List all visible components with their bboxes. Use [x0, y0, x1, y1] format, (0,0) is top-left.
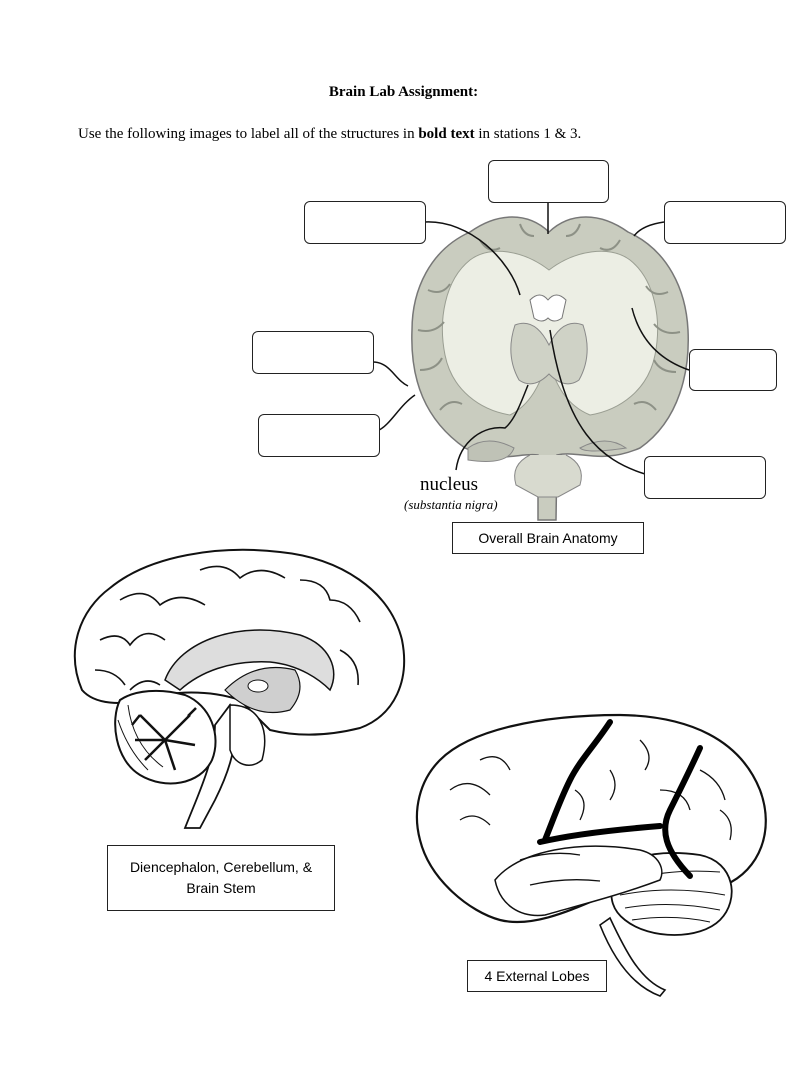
sagittal-corpus-callosum: [164, 629, 335, 692]
parieto-occipital-line: [662, 745, 703, 879]
lateral-cerebellum-folia: [619, 870, 726, 923]
label-box-mid-right[interactable]: [689, 349, 777, 391]
pointer-line-nucleus: [455, 384, 529, 471]
label-box-mid-left[interactable]: [252, 331, 374, 374]
caption-diencephalon-cerebellum-brainstem: Diencephalon, Cerebellum, & Brain Stem: [107, 845, 335, 911]
label-box-top[interactable]: [488, 160, 609, 203]
coronal-thalamus: [510, 322, 588, 385]
pointer-line-mid-right: [631, 307, 690, 371]
nucleus-label: nucleus: [420, 474, 479, 495]
instruction-text-end: in stations 1 & 3.: [474, 126, 582, 142]
sagittal-cerebellum-folia: [117, 704, 164, 771]
sagittal-gyri: [94, 565, 361, 691]
lateral-brainstem: [599, 916, 667, 997]
caption-4-external-lobes: 4 External Lobes: [467, 960, 607, 992]
sagittal-thalamus-nucleus: [247, 679, 269, 693]
caption-overall-brain-anatomy: Overall Brain Anatomy: [452, 522, 644, 554]
label-box-upper-left[interactable]: [304, 201, 426, 244]
page-title: Brain Lab Assignment:: [328, 84, 479, 100]
coronal-cerebellum-left: [467, 440, 628, 462]
pointer-line-mid-left: [372, 361, 409, 387]
label-box-upper-right[interactable]: [664, 201, 786, 244]
nucleus-sublabel: (substantia nigra): [404, 497, 498, 512]
pointer-line-upper-left: [424, 221, 521, 296]
sagittal-arbor-vitae: [131, 707, 197, 771]
coronal-brainstem: [514, 454, 582, 498]
instruction-text: Use the following images to label all of…: [78, 126, 419, 142]
instructions: Use the following images to label all of…: [78, 126, 581, 143]
pointer-line-upper-right: [633, 221, 665, 237]
label-box-lower-left[interactable]: [258, 414, 380, 457]
instruction-bold-text: bold text: [418, 126, 475, 142]
central-sulcus-line: [542, 719, 613, 843]
label-box-lower-right[interactable]: [644, 456, 766, 499]
lateral-temporal-lobe: [494, 845, 663, 917]
sagittal-pons: [229, 704, 266, 766]
pointer-line-lower-left: [378, 394, 416, 431]
lateral-sulcus-line: [537, 823, 663, 845]
coronal-ventricles: [529, 294, 567, 322]
pointer-line-lower-right: [549, 329, 646, 475]
coronal-gyri: [417, 223, 681, 411]
